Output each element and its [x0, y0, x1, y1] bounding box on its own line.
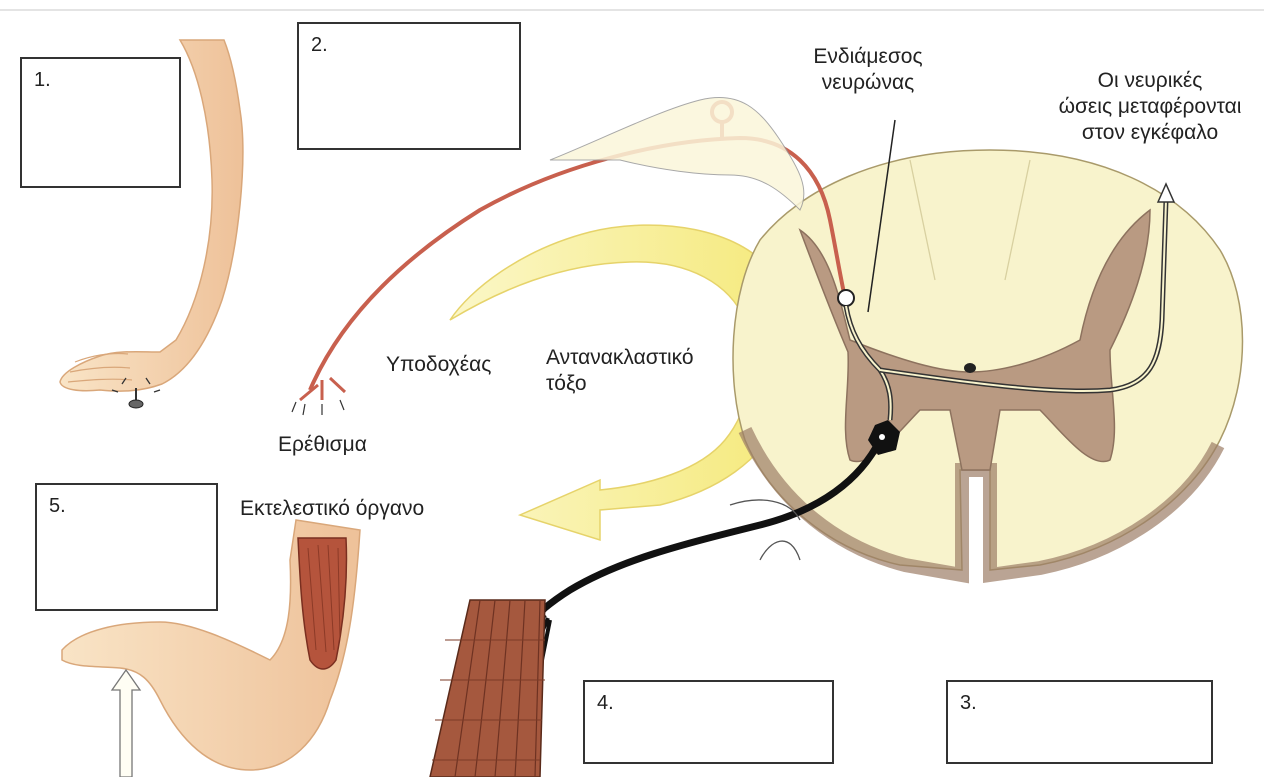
label-interneuron-line-2: νευρώνας [806, 70, 930, 96]
label-brain-signal-line-2: ώσεις μεταφέρονται [1040, 94, 1260, 120]
box-number-5: 5. [49, 495, 66, 518]
box-number-3: 3. [960, 692, 977, 715]
box-number-1: 1. [34, 69, 51, 92]
label-brain-signal-line-3: στον εγκέφαλο [1040, 120, 1260, 146]
answer-box-4[interactable]: 4. [583, 680, 834, 764]
label-brain-signal: Οι νευρικές ώσεις μεταφέρονται στον εγκέ… [1040, 68, 1260, 146]
label-reflex-arc: Αντανακλαστικό τόξο [546, 345, 694, 397]
label-interneuron-line-1: Ενδιάμεσος [806, 44, 930, 70]
box-number-2: 2. [311, 34, 328, 57]
label-interneuron: Ενδιάμεσος νευρώνας [806, 44, 930, 96]
answer-box-2[interactable]: 2. [297, 22, 521, 150]
answer-box-5[interactable]: 5. [35, 483, 218, 611]
answer-box-1[interactable]: 1. [20, 57, 181, 188]
label-brain-signal-line-1: Οι νευρικές [1040, 68, 1260, 94]
upward-arrow-icon [112, 670, 140, 777]
label-receptor: Υποδοχέας [386, 352, 491, 378]
box-number-4: 4. [597, 692, 614, 715]
label-reflex-arc-line-2: τόξο [546, 371, 694, 397]
answer-box-3[interactable]: 3. [946, 680, 1213, 764]
label-stimulus: Ερέθισμα [278, 432, 367, 458]
muscle-bundle-illustration [430, 600, 545, 777]
label-effector: Εκτελεστικό όργανο [240, 496, 424, 522]
label-reflex-arc-line-1: Αντανακλαστικό [546, 345, 694, 371]
